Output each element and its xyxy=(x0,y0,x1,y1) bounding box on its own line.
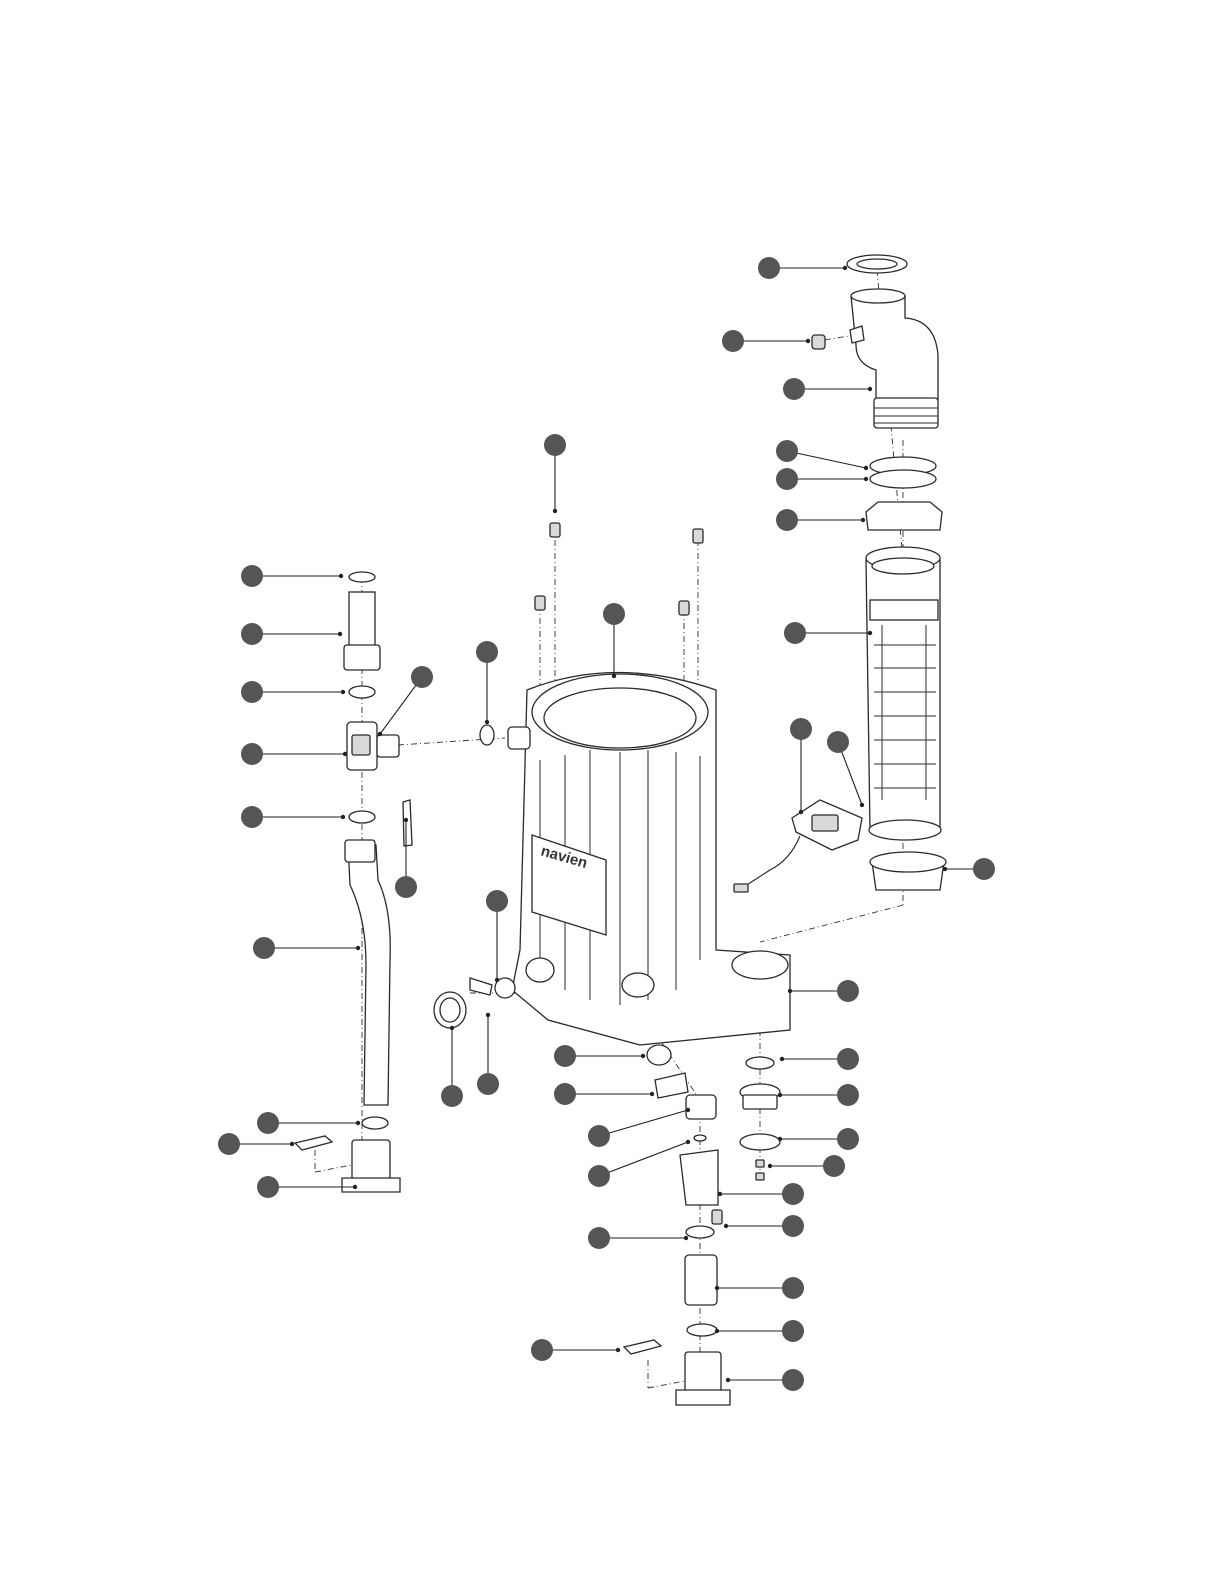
left-pipe-assembly xyxy=(295,572,412,1192)
callout-leader-line xyxy=(787,451,866,468)
callout-leader-dot xyxy=(495,978,499,982)
callout-leader-dot xyxy=(718,1192,722,1196)
callout-marker xyxy=(823,1155,845,1177)
callout-marker xyxy=(588,1165,610,1187)
callout-marker xyxy=(783,378,805,400)
callout-marker xyxy=(603,603,625,625)
heat-exchanger-body: navien xyxy=(508,523,790,1045)
callout-marker xyxy=(486,890,508,912)
vent-pipe xyxy=(866,547,946,890)
callout-leader-dot xyxy=(356,1121,360,1125)
callout-leader-dot xyxy=(868,387,872,391)
callout-leader-dot xyxy=(356,946,360,950)
callout-marker xyxy=(827,731,849,753)
callout-leader-dot xyxy=(780,1057,784,1061)
callout-leader-dot xyxy=(868,631,872,635)
callout-marker xyxy=(241,681,263,703)
callout-leader-dot xyxy=(778,1137,782,1141)
callout-marker xyxy=(554,1083,576,1105)
callout-leader-dot xyxy=(788,989,792,993)
callout-leader-line xyxy=(599,1110,688,1136)
callout-marker xyxy=(722,330,744,352)
vent-elbow-assembly xyxy=(812,255,942,530)
callout-marker xyxy=(790,718,812,740)
callout-leader-dot xyxy=(343,752,347,756)
callout-marker xyxy=(782,1320,804,1342)
callout-marker xyxy=(837,1128,859,1150)
callout-leader-dot xyxy=(684,1236,688,1240)
callout-leader-dot xyxy=(486,1013,490,1017)
callout-marker xyxy=(477,1073,499,1095)
callout-leader-dot xyxy=(616,1348,620,1352)
callout-leader-dot xyxy=(339,574,343,578)
callout-leader-dot xyxy=(724,1224,728,1228)
callout-leader-dot xyxy=(686,1108,690,1112)
callout-leader-dot xyxy=(843,266,847,270)
callout-marker xyxy=(441,1085,463,1107)
callout-marker xyxy=(782,1215,804,1237)
callout-marker xyxy=(588,1125,610,1147)
callout-leader-dot xyxy=(641,1054,645,1058)
callout-leader-dot xyxy=(650,1092,654,1096)
callout-leader-dot xyxy=(806,339,810,343)
callout-marker xyxy=(241,565,263,587)
callout-marker xyxy=(784,622,806,644)
callout-leader-dot xyxy=(726,1378,730,1382)
callout-leader-dot xyxy=(768,1164,772,1168)
callout-marker xyxy=(782,1183,804,1205)
callout-marker xyxy=(782,1369,804,1391)
callout-marker xyxy=(257,1176,279,1198)
callout-leader-dot xyxy=(341,815,345,819)
callout-leader-dot xyxy=(864,477,868,481)
callout-leader-dot xyxy=(778,1093,782,1097)
callout-marker xyxy=(411,666,433,688)
callout-marker xyxy=(782,1277,804,1299)
callout-leader-dot xyxy=(290,1142,294,1146)
callout-leader-line xyxy=(599,1142,688,1176)
callout-leader-dot xyxy=(553,509,557,513)
callout-leader-dot xyxy=(341,690,345,694)
callout-marker xyxy=(776,468,798,490)
callout-marker xyxy=(395,876,417,898)
callout-marker xyxy=(554,1045,576,1067)
callout-leader-dot xyxy=(612,674,616,678)
callout-marker xyxy=(837,1048,859,1070)
callout-leader-dot xyxy=(353,1185,357,1189)
callout-leader-dot xyxy=(943,867,947,871)
callout-marker xyxy=(776,440,798,462)
callout-leader-dot xyxy=(861,518,865,522)
callout-marker xyxy=(837,980,859,1002)
callout-marker xyxy=(544,434,566,456)
callout-leader-dot xyxy=(485,720,489,724)
callout-marker xyxy=(837,1084,859,1106)
callout-marker xyxy=(218,1133,240,1155)
callout-marker xyxy=(241,743,263,765)
callout-marker xyxy=(588,1227,610,1249)
callout-leader-dot xyxy=(715,1329,719,1333)
callout-leader-dot xyxy=(404,818,408,822)
callout-leader-dot xyxy=(686,1140,690,1144)
callout-leader-dot xyxy=(338,632,342,636)
callout-marker xyxy=(241,806,263,828)
callout-leader-dot xyxy=(450,1026,454,1030)
callout-leader-dot xyxy=(864,466,868,470)
callout-leader-dot xyxy=(799,810,803,814)
callout-marker xyxy=(241,623,263,645)
sensor-board xyxy=(734,800,862,892)
callout-marker xyxy=(476,641,498,663)
callout-marker xyxy=(531,1339,553,1361)
callout-marker xyxy=(758,257,780,279)
drain-cap-clip xyxy=(434,725,515,1028)
center-valve-stack xyxy=(624,1045,730,1405)
callout-marker xyxy=(973,858,995,880)
callout-marker xyxy=(776,509,798,531)
condensate-trap xyxy=(740,1057,780,1180)
callout-leader-dot xyxy=(378,732,382,736)
callout-leader-dot xyxy=(715,1286,719,1290)
callout-marker xyxy=(253,937,275,959)
callout-leader-dot xyxy=(860,803,864,807)
callout-marker xyxy=(257,1112,279,1134)
